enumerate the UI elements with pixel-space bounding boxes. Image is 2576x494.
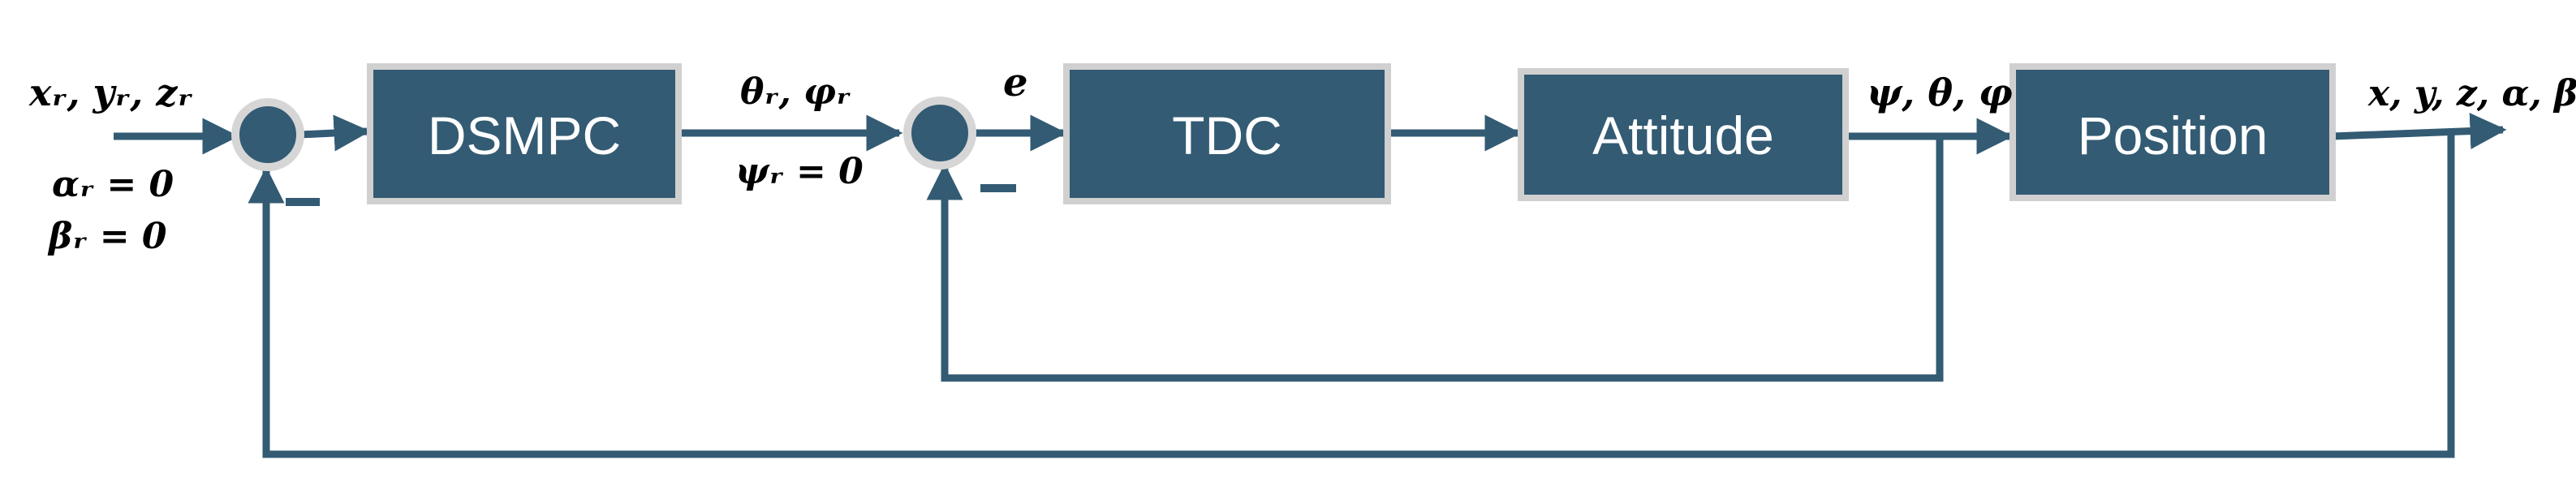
inner-feedback-line [926,136,1944,382]
block-tdc: TDC [1063,63,1391,204]
block-position: Position [2010,63,2336,201]
block-position-label: Position [2078,105,2268,165]
block-attitude-label: Attitude [1592,105,1774,165]
block-dsmpc-label: DSMPC [428,105,621,165]
label-alpha-ref: αᵣ = 0 [52,164,174,205]
label-output: x, y, z, α, β [2367,73,2576,114]
block-dsmpc: DSMPC [367,63,682,204]
label-psi-ref: ψᵣ = 0 [735,151,864,192]
block-attitude: Attitude [1518,68,1849,201]
outer-minus-sign [286,198,320,206]
output-arrow [2332,113,2507,150]
outer-feedback-line [248,135,2455,458]
label-attitude-ref: θᵣ, φᵣ [740,71,851,113]
label-error: e [1003,60,1028,105]
inner-summing-junction [903,97,976,170]
label-input-ref: xᵣ, yᵣ, zᵣ [28,71,192,114]
outer-summing-junction [231,98,304,171]
sum-to-dsmpc-arrow [299,114,371,152]
block-tdc-label: TDC [1172,105,1282,165]
label-attitude-out: ψ, θ, φ [1867,71,2013,114]
label-beta-ref: βᵣ = 0 [47,216,167,257]
inner-minus-sign [980,184,1016,192]
signal-lines [114,113,2507,458]
